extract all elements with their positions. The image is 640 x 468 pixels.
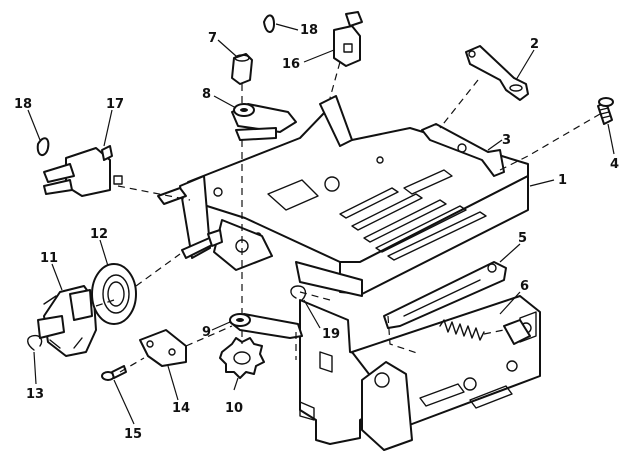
callout-5: 5 — [518, 231, 527, 246]
clip-right — [290, 285, 307, 301]
mounting-plate — [139, 329, 187, 367]
callout-10: 10 — [225, 401, 243, 416]
callout-15: 15 — [124, 427, 142, 442]
leaf-part-top — [263, 14, 275, 33]
callout-8: 8 — [202, 87, 211, 102]
callout-18-left: 18 — [14, 97, 32, 112]
callout-17: 17 — [106, 97, 124, 112]
main-frame — [179, 95, 529, 297]
clip-left — [27, 334, 43, 351]
callout-13: 13 — [26, 387, 44, 402]
assembly-lines — [95, 61, 601, 373]
callout-16: 16 — [282, 57, 300, 72]
screw-right — [597, 97, 614, 125]
callout-12: 12 — [90, 227, 108, 242]
callout-18-top: 18 — [300, 23, 318, 38]
pulley-arm — [231, 103, 297, 141]
callout-7: 7 — [208, 31, 217, 46]
screw-left — [101, 365, 127, 381]
callout-labels: 1 2 3 4 5 6 7 8 9 10 11 12 13 14 15 16 1… — [14, 23, 619, 442]
lever — [421, 123, 505, 177]
switch-bracket — [43, 145, 123, 197]
callout-6: 6 — [520, 279, 529, 294]
callout-3: 3 — [502, 133, 511, 148]
leader-lines — [27, 23, 615, 425]
sensor-block — [333, 11, 363, 67]
spring — [439, 319, 531, 345]
guide-rail — [383, 261, 507, 329]
leaf-part-left — [36, 137, 50, 156]
callout-2: 2 — [530, 37, 539, 52]
callout-1: 1 — [558, 173, 567, 188]
lower-frame — [299, 295, 541, 451]
callout-4: 4 — [610, 157, 619, 172]
bushing — [231, 53, 253, 85]
star-gear — [219, 337, 265, 379]
callout-9: 9 — [202, 325, 211, 340]
pivot-lever — [229, 313, 303, 339]
callout-14: 14 — [172, 401, 190, 416]
link-bracket — [465, 45, 529, 101]
callout-19: 19 — [322, 327, 340, 342]
contact-disk — [37, 285, 97, 357]
ring — [91, 263, 137, 325]
callout-11: 11 — [40, 251, 58, 266]
